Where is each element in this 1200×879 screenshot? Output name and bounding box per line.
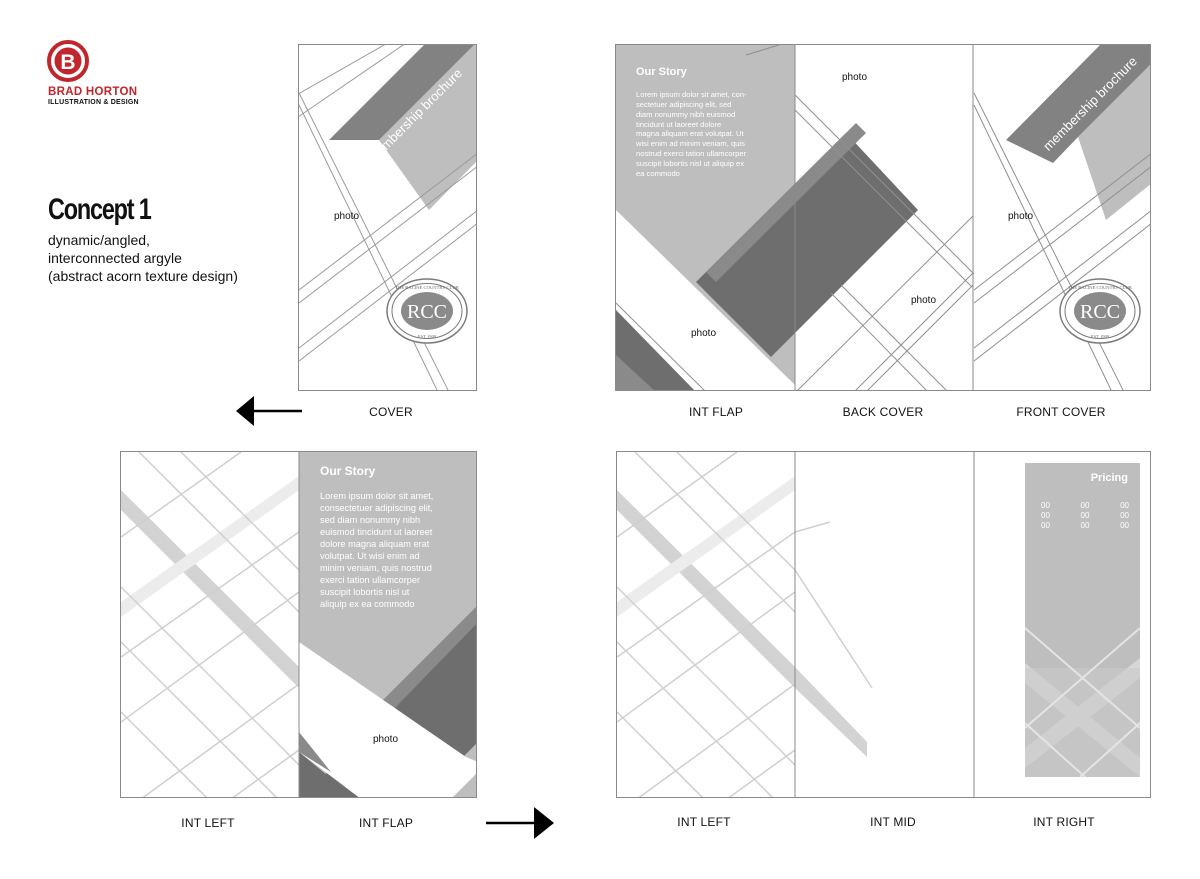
cover-caption: COVER [369, 405, 413, 419]
story-line: nostrud exerci tation ullamcorper [636, 149, 747, 159]
seal-ring-text: THE RACINE COUNTRY CLUB [395, 285, 459, 290]
concept-description-line: interconnected argyle [48, 250, 182, 266]
brand-subtitle: ILLUSTRATION & DESIGN [48, 99, 139, 106]
story-line: tincidunt ut laoreet dolore [636, 119, 722, 129]
story-line: sectetuer adipiscing elit, sed [636, 99, 732, 109]
story-line: sed diam nonummy nibh [320, 514, 421, 525]
arrow-right-icon [486, 807, 554, 839]
caption-int-flap: INT FLAP [688, 405, 744, 419]
outside-spread: Our Story Lorem ipsum dolor sit amet, co… [615, 44, 1151, 391]
pricing-box: Pricing 00 00 00 00 00 00 00 00 00 [1025, 463, 1140, 777]
photo-label-back-bottom: photo [911, 295, 937, 306]
price-cell: 00 [1041, 521, 1050, 530]
concept-title: Concept 1 [48, 193, 152, 226]
dark-band [696, 133, 918, 357]
caption-back-cover: BACK COVER [842, 405, 924, 419]
story-body: Lorem ipsum dolor sit amet, consectetuer… [320, 491, 433, 611]
story-title: Our Story [636, 66, 687, 78]
front-dark-band [1006, 45, 1150, 163]
mid-band [706, 123, 866, 282]
pricing-pattern [1025, 627, 1140, 777]
story-line: Lorem ipsum dolor sit amet, [320, 491, 434, 501]
concept-description: dynamic/angled, interconnected argyle (a… [48, 231, 238, 285]
price-cell: 00 [1080, 511, 1090, 520]
brand-logo: B [47, 40, 89, 82]
price-cell: 00 [1120, 501, 1129, 510]
caption-front-cover: FRONT COVER [1016, 405, 1106, 419]
seal-est-text: EST 1909 [418, 334, 437, 339]
inside-pattern [617, 452, 975, 797]
inside-left-pattern [121, 452, 476, 797]
photo-label: photo [373, 734, 399, 745]
caption-int-left: INT LEFT [181, 816, 235, 830]
caption-int-right: INT RIGHT [1033, 815, 1095, 829]
cover-panel: membership brochure photo RCC THE RACINE… [298, 44, 477, 391]
club-seal: RCC THE RACINE COUNTRY CLUB EST 1909 [1059, 278, 1141, 344]
concept-description-line: dynamic/angled, [48, 232, 150, 248]
price-cell: 00 [1041, 501, 1050, 510]
story-line: aliquip ex ea commodo [320, 598, 415, 609]
outside-pattern [616, 45, 1150, 390]
arrow-left-icon [236, 396, 302, 426]
story-line: consectetuer adipiscing elit, [320, 502, 433, 513]
story-line: magna aliquam erat volutpat. Ut [636, 129, 744, 139]
logo-disc [54, 47, 82, 75]
seal-monogram: RCC [1080, 301, 1120, 323]
story-title: Our Story [320, 464, 376, 478]
story-line: euismod tincidunt ut laoreet [320, 526, 433, 537]
brand-name: BRAD HORTON [48, 86, 138, 98]
price-grid: 00 00 00 00 00 00 00 00 00 [1041, 501, 1129, 530]
story-line: suscipit lobortis nisl ut aliquip ex [636, 159, 745, 169]
story-line: volutpat. Ut wisi enim ad [320, 550, 420, 561]
story-line: exerci tation ullamcorper [320, 574, 421, 585]
price-cell: 00 [1080, 521, 1090, 530]
concept-description-line: (abstract acorn texture design) [48, 268, 238, 284]
cover-photo-label: photo [334, 211, 360, 222]
caption-int-flap: INT FLAP [358, 816, 414, 830]
price-cell: 00 [1041, 511, 1050, 520]
story-line: suscipit lobortis nisl ut [320, 586, 410, 597]
price-cell: 00 [1120, 521, 1129, 530]
seal-ring-text: THE RACINE COUNTRY CLUB [1068, 285, 1132, 290]
photo-label-front: photo [1008, 211, 1034, 222]
photo-triangle [616, 225, 795, 390]
photo-triangle [299, 642, 476, 797]
dark-band [329, 45, 474, 140]
story-line: diam nonummy nibh euismod [636, 109, 736, 119]
story-line: wisi enim ad minim veniam, quis [636, 139, 745, 149]
story-line: minim veniam, quis nostrud [320, 562, 432, 573]
story-line: Lorem ipsum dolor sit amet, con- [636, 90, 747, 99]
inside-left-spread: Our Story Lorem ipsum dolor sit amet, co… [120, 451, 477, 798]
seal-est-text: EST 1909 [1091, 334, 1110, 339]
seal-monogram: RCC [407, 301, 447, 323]
logo-ring [47, 40, 89, 82]
cover-pattern [299, 45, 476, 390]
logo-initial: B [60, 51, 75, 74]
club-seal: RCC THE RACINE COUNTRY CLUB EST 1909 [386, 278, 468, 344]
mid-band [371, 607, 476, 722]
light-band [379, 45, 476, 210]
price-cell: 00 [1080, 501, 1090, 510]
photo-label-flap: photo [691, 328, 717, 339]
story-line: dolore magna aliquam erat [320, 538, 430, 549]
caption-int-left: INT LEFT [677, 815, 731, 829]
photo-label-back-top: photo [842, 72, 868, 83]
price-cell: 00 [1120, 511, 1129, 520]
pricing-title: Pricing [1090, 472, 1128, 484]
story-body: Lorem ipsum dolor sit amet, con- sectetu… [636, 90, 747, 179]
caption-int-mid: INT MID [870, 815, 916, 829]
corner-wedge-mid [616, 337, 654, 390]
story-line: ea commodo [636, 168, 680, 178]
